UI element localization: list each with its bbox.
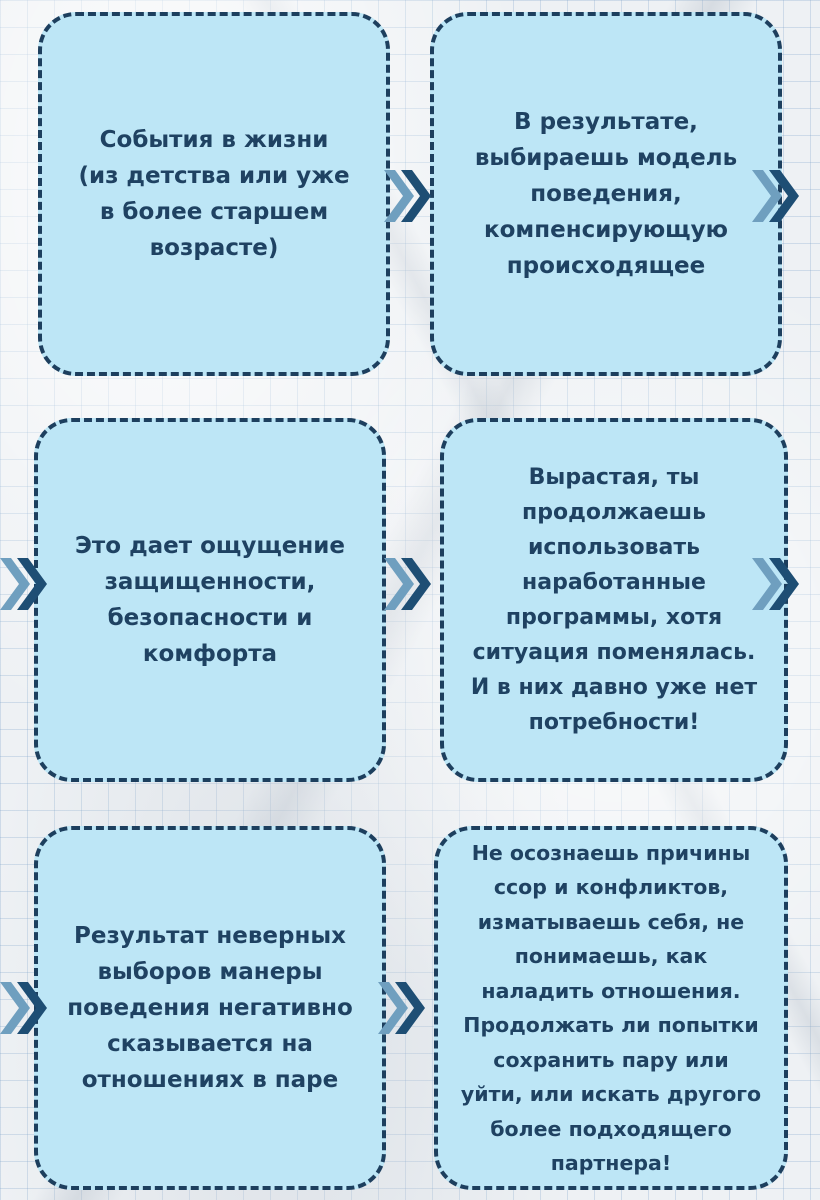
double-chevron-right-icon (0, 558, 47, 610)
step-text-5: Результат неверных выборов манеры поведе… (67, 923, 353, 1093)
step-box-2: В результате, выбираешь модель поведения… (430, 12, 782, 376)
step-box-4: Вырастая, ты продолжаешь использовать на… (440, 418, 788, 782)
double-chevron-right-icon (752, 558, 799, 610)
double-chevron-right-icon (384, 170, 431, 222)
step-text-4: Вырастая, ты продолжаешь использовать на… (470, 465, 758, 735)
step-box-5: Результат неверных выборов манеры поведе… (34, 826, 386, 1190)
step-box-3: Это дает ощущение защищенности, безопасн… (34, 418, 386, 782)
step-box-6: Не осознаешь причины ссор и конфликтов, … (434, 826, 788, 1190)
double-chevron-right-icon (384, 558, 431, 610)
double-chevron-right-icon (0, 982, 47, 1034)
step-text-1: События в жизни (из детства или уже в бо… (78, 127, 350, 261)
step-text-6: Не осознаешь причины ссор и конфликтов, … (460, 840, 762, 1176)
step-text-3: Это дает ощущение защищенности, безопасн… (75, 533, 345, 667)
double-chevron-right-icon (752, 170, 799, 222)
step-text-2: В результате, выбираешь модель поведения… (474, 109, 738, 279)
step-box-1: События в жизни (из детства или уже в бо… (38, 12, 390, 376)
double-chevron-right-icon (378, 982, 425, 1034)
